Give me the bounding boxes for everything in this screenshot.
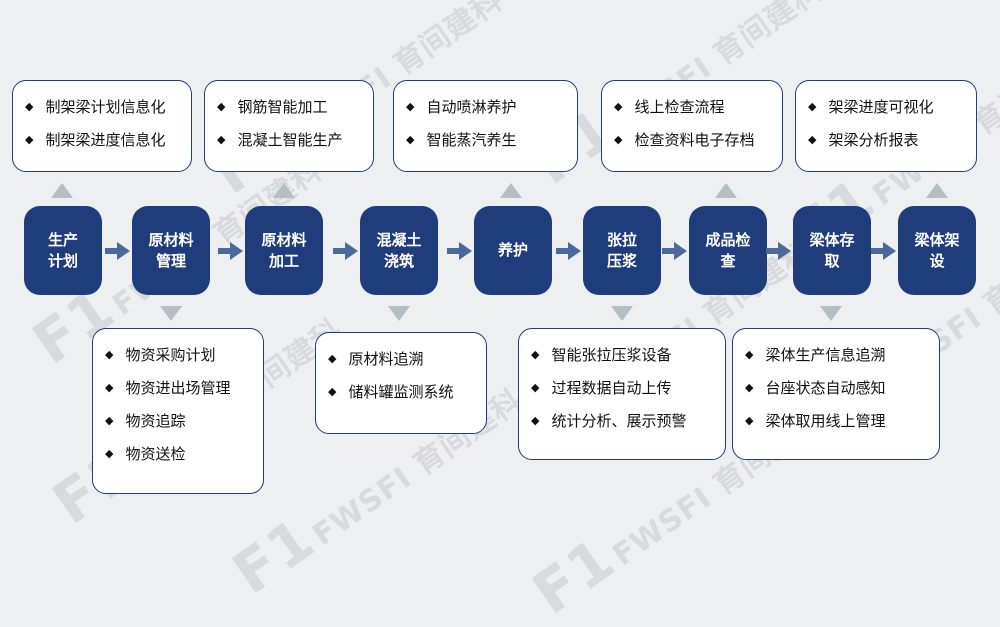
list-item: ◆智能张拉压浆设备 [531, 346, 672, 364]
step-production-plan: 生产 计划 [24, 206, 102, 295]
list-item: ◆原材料追溯 [328, 350, 424, 368]
list-item: ◆智能蒸汽养生 [406, 131, 517, 149]
list-item: ◆物资送检 [105, 445, 186, 463]
connector-up-icon [926, 183, 948, 198]
bottom-box-tensioning: ◆智能张拉压浆设备 ◆过程数据自动上传 ◆统计分析、展示预警 [518, 328, 726, 460]
diamond-bullet-icon: ◆ [105, 348, 114, 361]
diamond-bullet-icon: ◆ [531, 414, 540, 427]
arrow-right-icon [218, 242, 243, 260]
step-beam-storage: 梁体存 取 [793, 206, 871, 295]
top-box-erection: ◆架梁进度可视化 ◆架梁分析报表 [795, 80, 977, 172]
list-item: ◆钢筋智能加工 [217, 98, 328, 116]
list-item: ◆架梁分析报表 [808, 131, 919, 149]
step-material-processing: 原材料 加工 [245, 206, 323, 295]
diamond-bullet-icon: ◆ [745, 348, 754, 361]
list-item: ◆过程数据自动上传 [531, 379, 672, 397]
arrow-right-icon [447, 242, 472, 260]
step-material-management: 原材料 管理 [132, 206, 210, 295]
connector-down-icon [388, 306, 410, 321]
top-box-processing: ◆钢筋智能加工 ◆混凝土智能生产 [204, 80, 374, 172]
diamond-bullet-icon: ◆ [808, 133, 817, 146]
bottom-box-traceability: ◆原材料追溯 ◆储料罐监测系统 [315, 332, 487, 434]
diamond-bullet-icon: ◆ [25, 133, 34, 146]
diamond-bullet-icon: ◆ [328, 352, 337, 365]
diamond-bullet-icon: ◆ [531, 348, 540, 361]
diamond-bullet-icon: ◆ [745, 414, 754, 427]
list-item: ◆混凝土智能生产 [217, 131, 343, 149]
bottom-box-materials: ◆物资采购计划 ◆物资进出场管理 ◆物资追踪 ◆物资送检 [92, 328, 264, 494]
diamond-bullet-icon: ◆ [328, 385, 337, 398]
arrow-right-icon [871, 242, 896, 260]
list-item: ◆台座状态自动感知 [745, 379, 886, 397]
diamond-bullet-icon: ◆ [745, 381, 754, 394]
top-box-curing: ◆自动喷淋养护 ◆智能蒸汽养生 [393, 80, 578, 172]
diamond-bullet-icon: ◆ [614, 100, 623, 113]
top-box-inspection: ◆线上检查流程 ◆检查资料电子存档 [601, 80, 783, 172]
arrow-right-icon [105, 242, 130, 260]
list-item: ◆制架梁进度信息化 [25, 131, 166, 149]
diamond-bullet-icon: ◆ [531, 381, 540, 394]
connector-up-icon [500, 183, 522, 198]
connector-up-icon [273, 183, 295, 198]
list-item: ◆物资进出场管理 [105, 379, 231, 397]
step-curing: 养护 [474, 206, 552, 295]
connector-up-icon [715, 183, 737, 198]
diamond-bullet-icon: ◆ [217, 133, 226, 146]
list-item: ◆自动喷淋养护 [406, 98, 517, 116]
step-concrete-pouring: 混凝土 浇筑 [360, 206, 438, 295]
list-item: ◆梁体生产信息追溯 [745, 346, 886, 364]
diamond-bullet-icon: ◆ [105, 414, 114, 427]
diamond-bullet-icon: ◆ [105, 381, 114, 394]
list-item: ◆检查资料电子存档 [614, 131, 755, 149]
list-item: ◆统计分析、展示预警 [531, 412, 687, 430]
diamond-bullet-icon: ◆ [406, 133, 415, 146]
diamond-bullet-icon: ◆ [614, 133, 623, 146]
connector-up-icon [51, 183, 73, 198]
connector-down-icon [611, 306, 633, 321]
top-box-plan: ◆制架梁计划信息化 ◆制架梁进度信息化 [12, 80, 192, 172]
step-beam-erection: 梁体架 设 [898, 206, 976, 295]
list-item: ◆梁体取用线上管理 [745, 412, 886, 430]
connector-down-icon [820, 306, 842, 321]
list-item: ◆制架梁计划信息化 [25, 98, 166, 116]
diamond-bullet-icon: ◆ [25, 100, 34, 113]
list-item: ◆物资采购计划 [105, 346, 216, 364]
list-item: ◆架梁进度可视化 [808, 98, 934, 116]
diamond-bullet-icon: ◆ [406, 100, 415, 113]
diamond-bullet-icon: ◆ [217, 100, 226, 113]
arrow-right-icon [662, 242, 687, 260]
arrow-right-icon [766, 242, 791, 260]
list-item: ◆线上检查流程 [614, 98, 725, 116]
bottom-box-beam-tracking: ◆梁体生产信息追溯 ◆台座状态自动感知 ◆梁体取用线上管理 [732, 328, 940, 460]
arrow-right-icon [333, 242, 358, 260]
diamond-bullet-icon: ◆ [808, 100, 817, 113]
step-product-inspection: 成品检 查 [689, 206, 767, 295]
diamond-bullet-icon: ◆ [105, 447, 114, 460]
step-tensioning-grouting: 张拉 压浆 [583, 206, 661, 295]
arrow-right-icon [556, 242, 581, 260]
list-item: ◆储料罐监测系统 [328, 383, 454, 401]
list-item: ◆物资追踪 [105, 412, 186, 430]
connector-down-icon [160, 306, 182, 321]
